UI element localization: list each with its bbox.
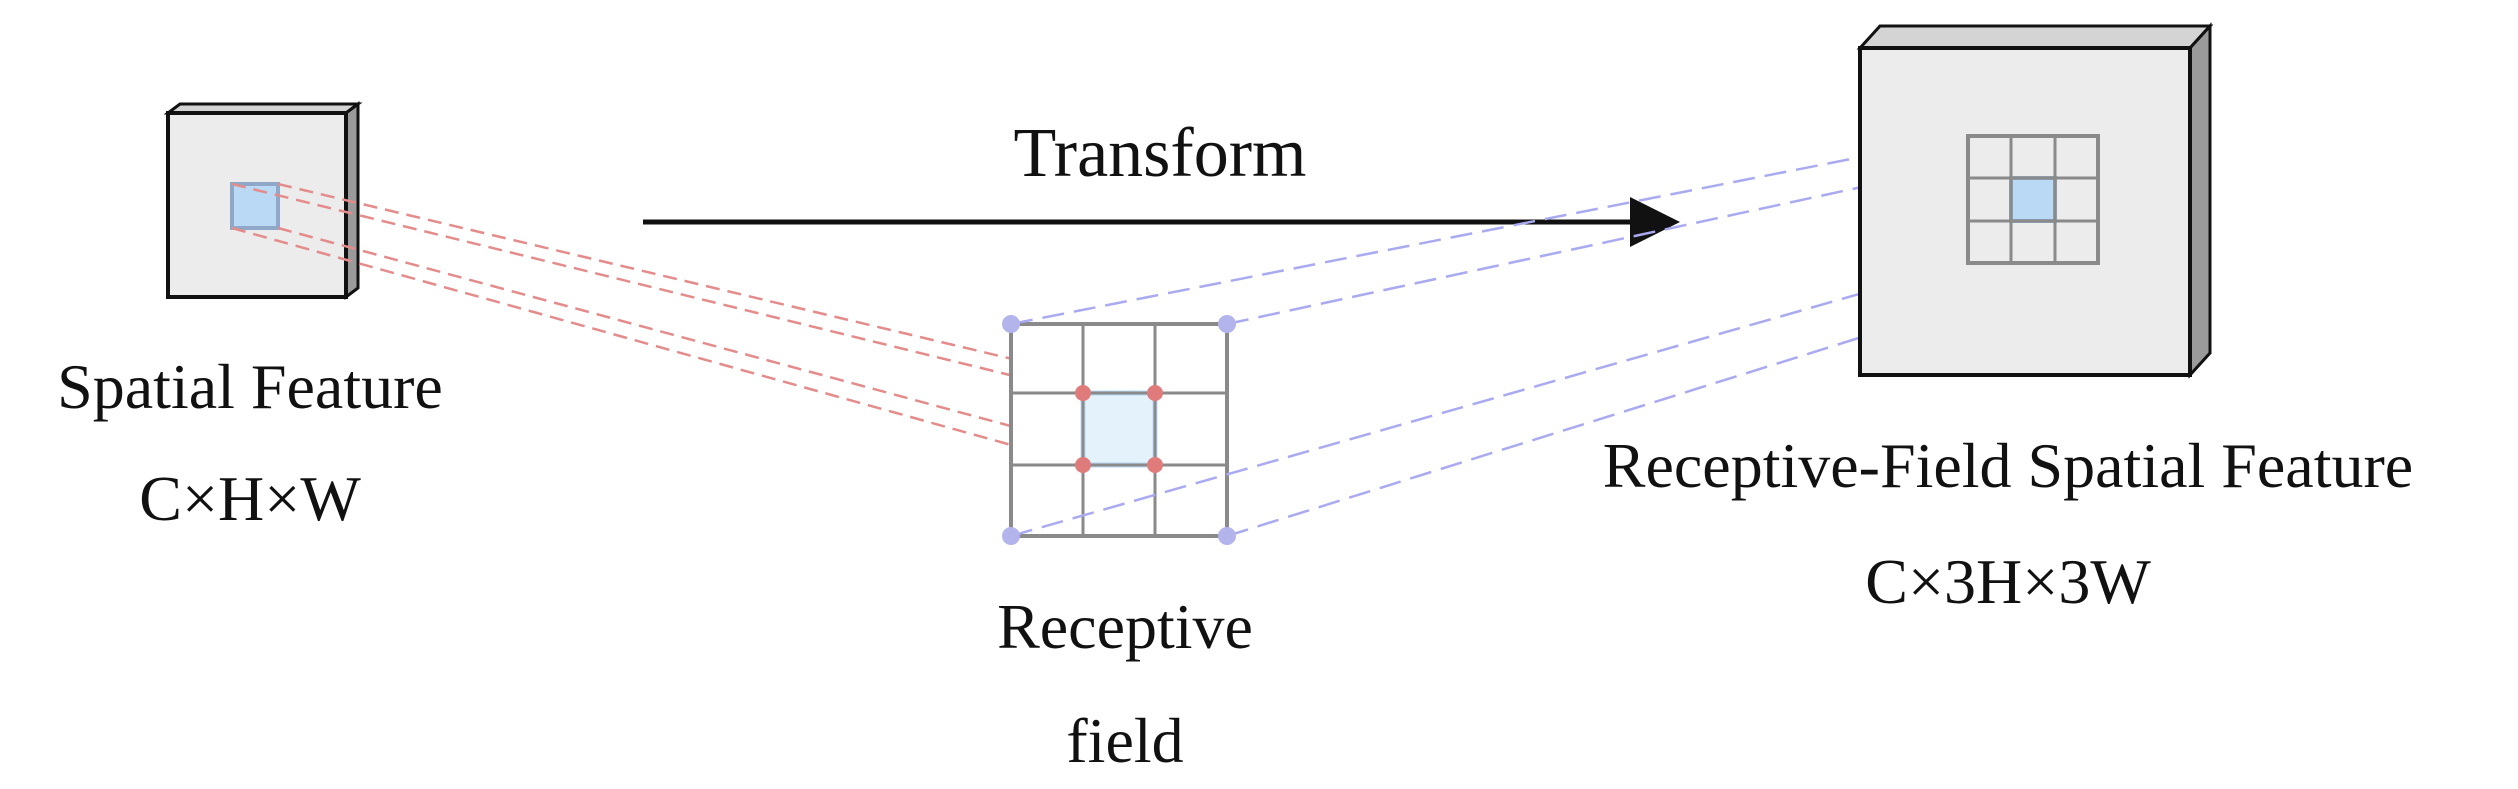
red-dashed-line <box>277 182 1156 395</box>
spatial-dims-label: C×H×W <box>139 463 361 534</box>
red-dashed-line <box>277 226 1156 467</box>
receptive-field-label-line1: Receptive <box>997 591 1253 662</box>
red-projection-lines <box>231 182 1156 467</box>
transform-label: Transform <box>1014 115 1307 192</box>
receptive-field-grid <box>1009 322 1229 538</box>
red-point <box>1075 385 1091 401</box>
purple-dashed-line <box>1010 134 1969 326</box>
rf-spatial-feature-label: Receptive-Field Spatial Feature <box>1603 430 2413 501</box>
spatial-feature-cube <box>163 101 363 300</box>
rf-cube-highlight-cell <box>2009 176 2057 223</box>
purple-point <box>1218 315 1236 333</box>
purple-dashed-line <box>1226 261 2099 538</box>
rf-cube-side <box>2188 22 2212 379</box>
purple-dashed-line <box>1010 261 1969 538</box>
red-point <box>1147 385 1163 401</box>
red-points <box>1075 385 1163 473</box>
rf-spatial-feature-cube <box>1856 22 2214 379</box>
red-dashed-line <box>231 226 1084 467</box>
red-point <box>1075 457 1091 473</box>
receptive-field-center-cell <box>1080 390 1158 468</box>
receptive-field-label-line2: field <box>1066 705 1183 776</box>
rf-spatial-dims-label: C×3H×3W <box>1865 546 2151 617</box>
rf-cube-top <box>1856 24 2214 50</box>
purple-point <box>1002 527 1020 545</box>
spatial-feature-highlight-cell <box>230 182 280 230</box>
purple-point <box>1002 315 1020 333</box>
red-point <box>1147 457 1163 473</box>
purple-points <box>1002 315 1236 545</box>
purple-point <box>1218 527 1236 545</box>
red-dashed-line <box>231 182 1084 395</box>
spatial-feature-label: Spatial Feature <box>57 351 443 422</box>
